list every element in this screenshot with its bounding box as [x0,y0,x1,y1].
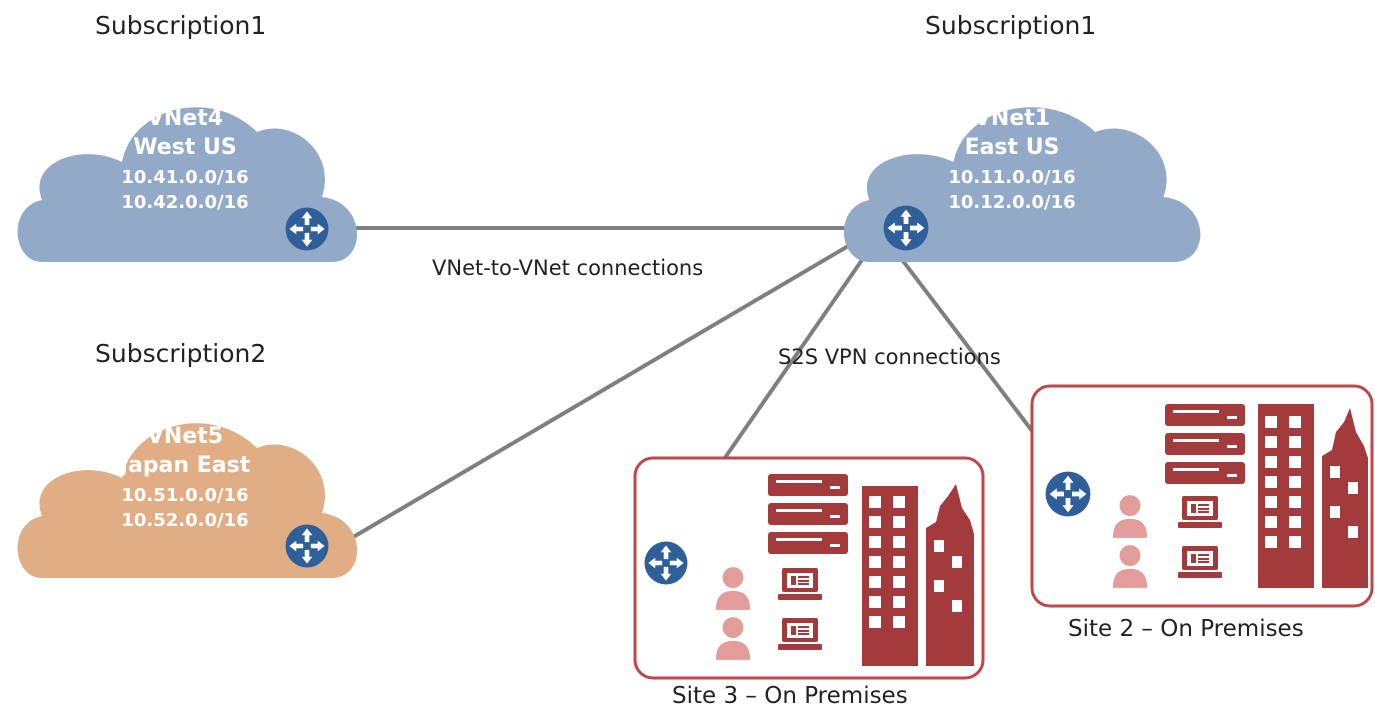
vnet1-name: VNet1 [974,106,1050,131]
vnet4-group: Subscription1 VNet4 West US 10.41.0.0/16… [17,11,358,262]
site3-label: Site 3 – On Premises [672,683,908,709]
router-icon [883,205,929,251]
vnet1-region: East US [965,135,1060,160]
vnet5-group: Subscription2 VNet5 Japan East 10.51.0.0… [17,339,358,578]
server-rack-icon [768,532,848,554]
server-rack-icon [1165,462,1245,484]
vnet1-cidr-1: 10.11.0.0/16 [948,167,1075,188]
site3-group: Site 3 – On Premises [633,456,985,709]
site2-group: Site 2 – On Premises [1030,384,1374,642]
vnet5-region: Japan East [118,453,251,478]
server-rack-icon [1165,404,1245,426]
laptop-icon [1178,496,1222,528]
server-rack-icon [768,503,848,525]
vnet5-name: VNet5 [147,424,223,449]
vnet1-group: Subscription1 VNet1 East US 10.11.0.0/16… [843,11,1201,262]
vnet4-subscription-label: Subscription1 [95,11,266,40]
vnet4-region: West US [133,135,236,160]
site2-label: Site 2 – On Premises [1068,616,1304,642]
laptop-icon [1178,546,1222,578]
site2-vnet1-connection [882,234,1060,467]
server-rack-icon [768,474,848,496]
vnet5-cidr-2: 10.52.0.0/16 [121,510,248,531]
vnet4-name: VNet4 [147,106,223,131]
router-icon [1045,471,1091,517]
laptop-icon [778,618,822,650]
s2s-vpn-label: S2S VPN connections [778,345,1001,369]
vnet1-subscription-label: Subscription1 [925,11,1096,40]
router-icon [285,207,329,251]
server-rack-icon [1165,433,1245,455]
vnet5-cidr-1: 10.51.0.0/16 [121,485,248,506]
router-icon [285,524,329,568]
vnet4-cidr-1: 10.41.0.0/16 [121,167,248,188]
router-icon [644,541,688,585]
vnet4-cidr-2: 10.42.0.0/16 [121,192,248,213]
building-icon [1258,404,1368,588]
vnet-to-vnet-label: VNet-to-VNet connections [432,256,703,280]
laptop-icon [778,568,822,600]
vnet1-cidr-2: 10.12.0.0/16 [948,192,1075,213]
vnet5-subscription-label: Subscription2 [95,339,266,368]
building-icon [862,484,974,666]
